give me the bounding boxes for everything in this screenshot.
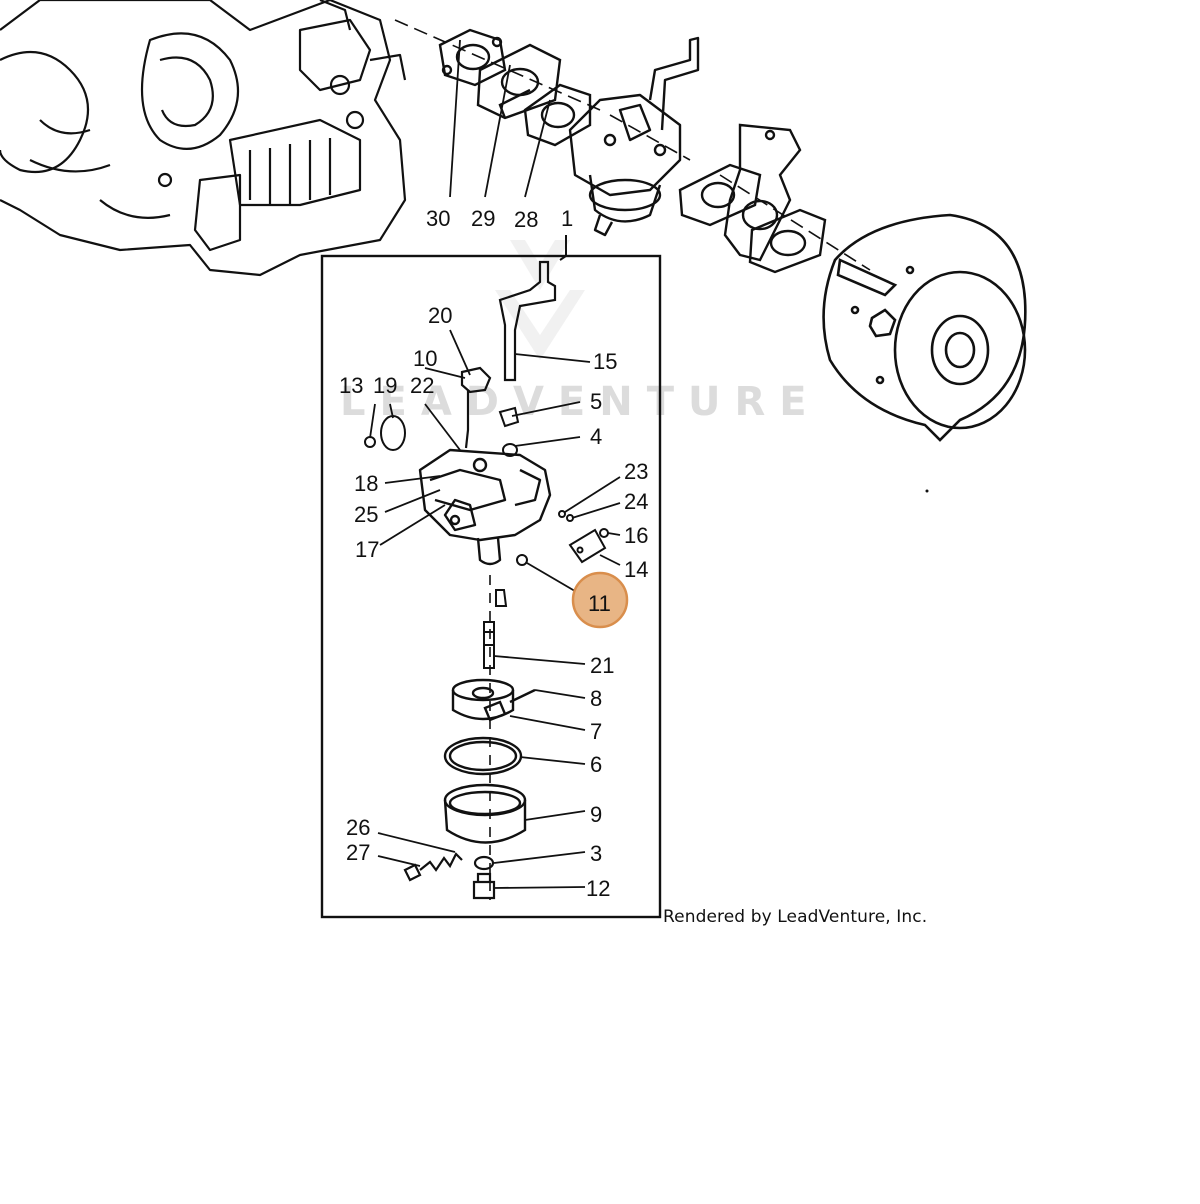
callout-8[interactable]: 8 bbox=[590, 686, 602, 711]
callout-27[interactable]: 27 bbox=[346, 840, 370, 865]
watermark-logo bbox=[495, 240, 585, 360]
gasket-airbox-1 bbox=[678, 163, 762, 227]
spacer-29 bbox=[476, 43, 562, 120]
callout-3[interactable]: 3 bbox=[590, 841, 602, 866]
washer-4 bbox=[502, 443, 518, 457]
callout-25[interactable]: 25 bbox=[354, 502, 378, 527]
callout-6[interactable]: 6 bbox=[590, 752, 602, 777]
callout-4[interactable]: 4 bbox=[590, 424, 602, 449]
screw-16 bbox=[599, 528, 609, 538]
float-bowl-9 bbox=[443, 783, 527, 844]
callout-10[interactable]: 10 bbox=[413, 346, 437, 371]
callout-22[interactable]: 22 bbox=[410, 373, 434, 398]
screw-13 bbox=[364, 436, 376, 448]
jet bbox=[495, 589, 508, 607]
drain-screw-26-27 bbox=[403, 852, 463, 882]
callout-30[interactable]: 30 bbox=[426, 206, 450, 231]
nozzle-21 bbox=[483, 621, 495, 669]
callout-15[interactable]: 15 bbox=[593, 349, 617, 374]
callout-18[interactable]: 18 bbox=[354, 471, 378, 496]
air-cleaner-bracket bbox=[723, 123, 802, 262]
callout-9[interactable]: 9 bbox=[590, 802, 602, 827]
callout-26[interactable]: 26 bbox=[346, 815, 370, 840]
assembly-centerline bbox=[394, 19, 871, 271]
air-cleaner-housing bbox=[822, 213, 1027, 442]
seal-5 bbox=[498, 406, 520, 428]
callout-7[interactable]: 7 bbox=[590, 719, 602, 744]
highlighted-callout-marker[interactable] bbox=[571, 571, 629, 629]
callout-28[interactable]: 28 bbox=[514, 207, 538, 232]
callout-20[interactable]: 20 bbox=[428, 303, 452, 328]
float-7 bbox=[451, 678, 515, 722]
detail-frame bbox=[320, 254, 662, 919]
callout-12[interactable]: 12 bbox=[586, 876, 610, 901]
float-pin-8 bbox=[509, 688, 536, 704]
callout-24[interactable]: 24 bbox=[624, 489, 648, 514]
callout-14[interactable]: 14 bbox=[624, 557, 648, 582]
screw-11 bbox=[516, 554, 528, 566]
render-credit: Rendered by LeadVenture, Inc. bbox=[663, 907, 928, 927]
callout-21[interactable]: 21 bbox=[590, 653, 614, 678]
bowl-gasket-6 bbox=[443, 736, 523, 776]
screw-23 bbox=[558, 510, 566, 518]
carburetor-assembly-top bbox=[568, 36, 700, 237]
gasket-airbox-2 bbox=[748, 208, 827, 274]
callout-numbers: 30 29 28 1 20 10 15 13 19 22 5 4 23 24 1… bbox=[339, 206, 648, 901]
callout-1[interactable]: 1 bbox=[561, 206, 573, 231]
callout-19[interactable]: 19 bbox=[373, 373, 397, 398]
callout-29[interactable]: 29 bbox=[471, 206, 495, 231]
callout-16[interactable]: 16 bbox=[624, 523, 648, 548]
callout-5[interactable]: 5 bbox=[590, 389, 602, 414]
watermark-text: LEADVENTURE bbox=[340, 379, 821, 425]
callout-23[interactable]: 23 bbox=[624, 459, 648, 484]
gasket-28 bbox=[523, 83, 592, 147]
engine-block bbox=[0, 0, 407, 277]
carburetor-body bbox=[418, 448, 552, 566]
gasket-30 bbox=[438, 28, 507, 87]
callout-17[interactable]: 17 bbox=[355, 537, 379, 562]
choke-lever-10 bbox=[460, 366, 492, 449]
plate-14 bbox=[568, 528, 607, 564]
throttle-shaft-15 bbox=[498, 260, 557, 382]
callout-13[interactable]: 13 bbox=[339, 373, 363, 398]
washer-3 bbox=[473, 855, 495, 871]
bowl-bolt-12 bbox=[472, 872, 496, 900]
stray-dot bbox=[925, 489, 929, 493]
callout-11[interactable]: 11 bbox=[588, 591, 611, 616]
leader-lines bbox=[369, 39, 621, 889]
